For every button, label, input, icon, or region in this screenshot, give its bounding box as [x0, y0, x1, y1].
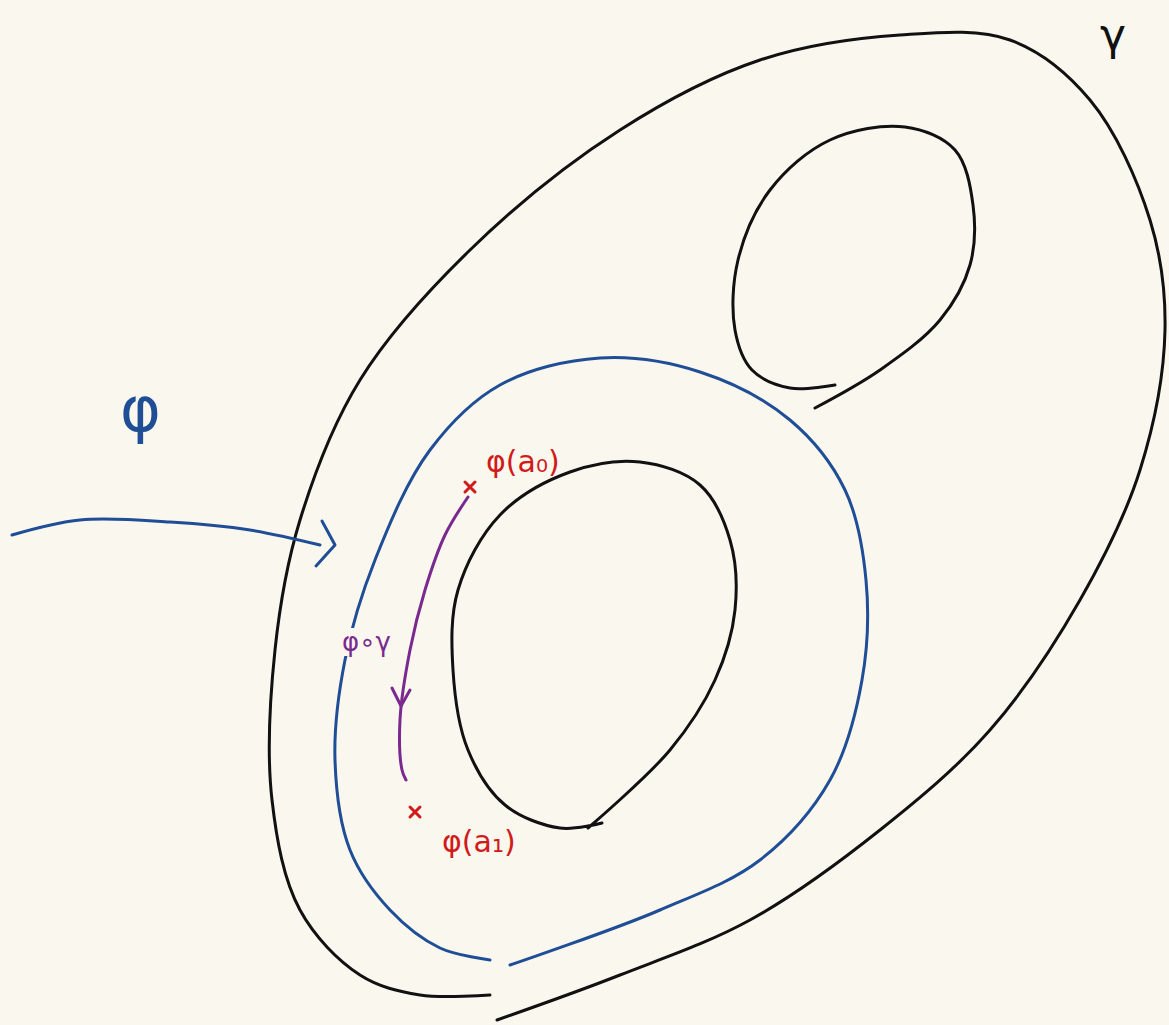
- map-name: φ: [118, 378, 163, 442]
- point-label: φ(a₁): [440, 826, 518, 858]
- phi-gamma-path: [400, 497, 468, 780]
- point-label: φ(a₀): [484, 446, 562, 478]
- point-mark-a1: [410, 807, 420, 817]
- phi-gamma-arrowhead: [392, 688, 410, 706]
- point-mark-a0: [465, 482, 475, 492]
- outer-curve: [269, 32, 1165, 1020]
- phi-arrowhead: [316, 521, 335, 566]
- upper-hole: [733, 126, 975, 408]
- path-name: φ∘γ: [340, 628, 393, 656]
- phi-map-arrow: [12, 519, 320, 545]
- curve-name: γ: [1098, 12, 1128, 58]
- inner-hole: [452, 461, 736, 828]
- phi-image-curve: [335, 358, 868, 965]
